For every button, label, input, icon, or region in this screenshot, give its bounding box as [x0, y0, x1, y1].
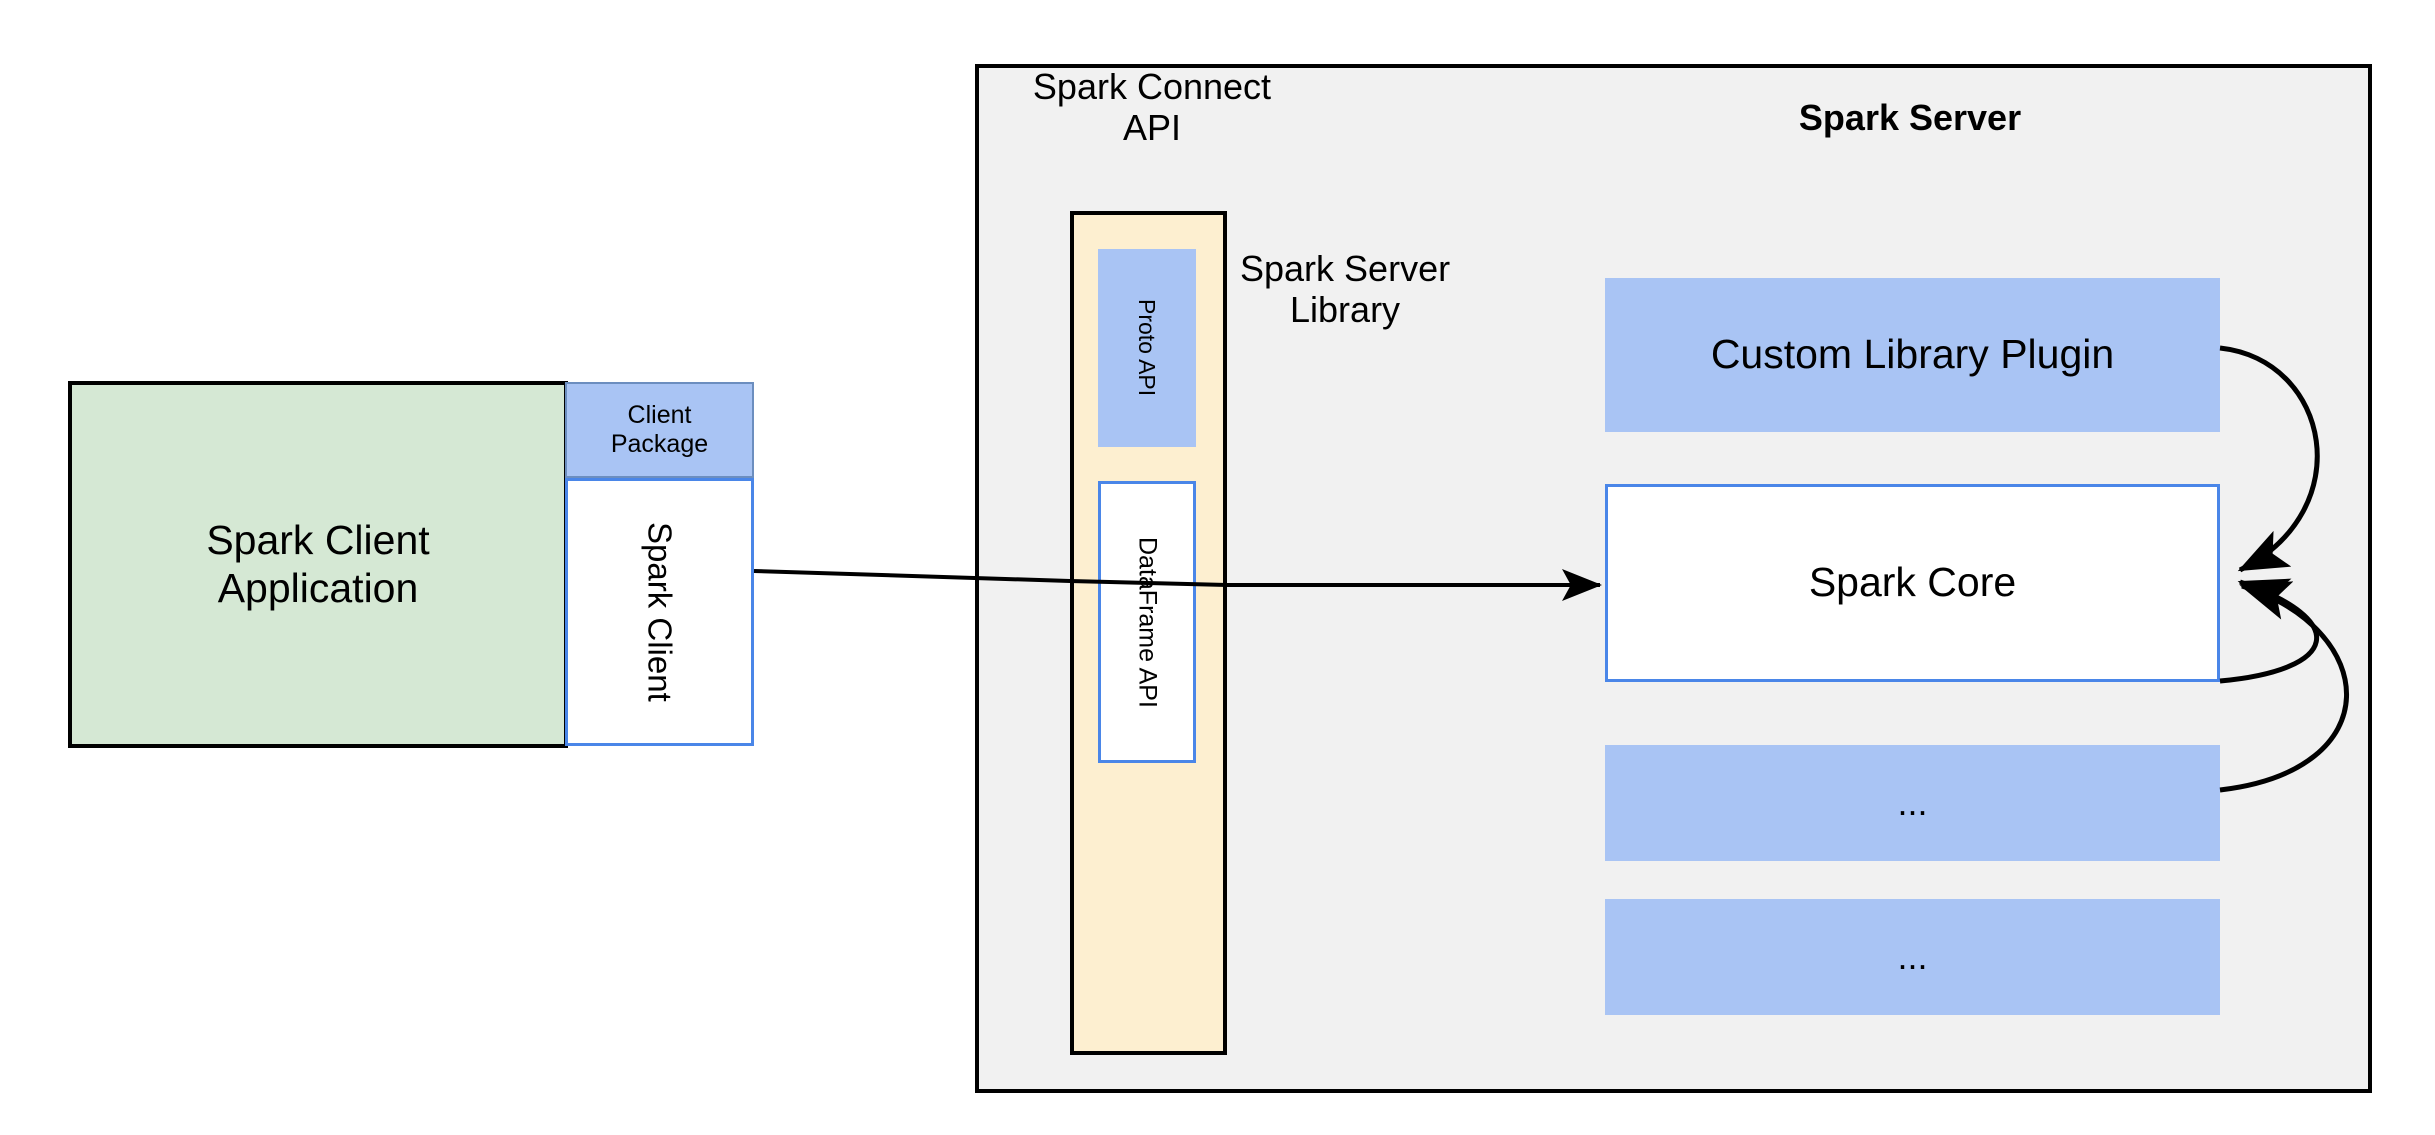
- spark-client-application-box[interactable]: Spark Client Application: [68, 381, 568, 748]
- spark-connect-api-label: Spark Connect API: [1032, 66, 1272, 149]
- spark-client-label: Spark Client: [641, 522, 679, 702]
- proto-api-label: Proto API: [1134, 299, 1161, 397]
- custom-library-plugin-box[interactable]: Custom Library Plugin: [1605, 278, 2220, 432]
- dataframe-api-label: DataFrame API: [1133, 536, 1162, 708]
- spark-client-box[interactable]: Spark Client: [565, 478, 754, 746]
- spark-server-title: Spark Server: [1798, 97, 2022, 139]
- proto-api-box[interactable]: Proto API: [1098, 249, 1196, 447]
- dataframe-api-box[interactable]: DataFrame API: [1098, 481, 1196, 763]
- more-components-box-2[interactable]: ...: [1605, 899, 2220, 1015]
- more-components-box-1[interactable]: ...: [1605, 745, 2220, 861]
- spark-core-box[interactable]: Spark Core: [1605, 484, 2220, 682]
- client-package-box[interactable]: Client Package: [565, 382, 754, 478]
- spark-server-library-label: Spark Server Library: [1240, 248, 1451, 331]
